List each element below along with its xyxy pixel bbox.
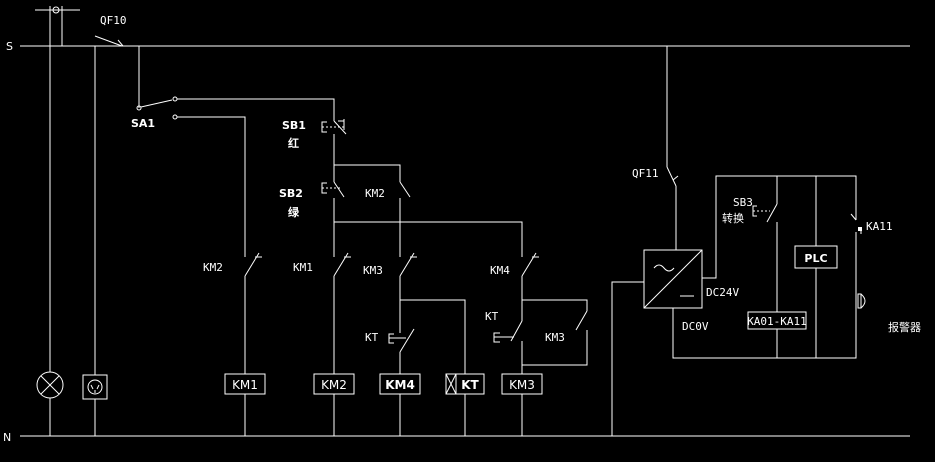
sb3-label: 转换 <box>722 211 744 225</box>
km3-hold-contact <box>575 310 588 331</box>
qf10-breaker-symbol <box>94 35 124 47</box>
lamp-icon <box>36 371 64 399</box>
svg-text:KM3: KM3 <box>509 378 535 392</box>
sb1-stop-button-symbol <box>321 114 347 165</box>
plc-box: PLC <box>794 245 838 269</box>
sb2-color: 绿 <box>288 205 300 219</box>
coil-km4: KM4 <box>379 373 421 436</box>
svg-text:KT: KT <box>461 378 479 392</box>
alarm-label: 报警器 <box>888 320 921 334</box>
km3-hold-label: KM3 <box>545 331 565 344</box>
sa1-lower-wire <box>177 116 246 250</box>
sb3-switch-symbol <box>752 203 778 223</box>
coil-kt: KT <box>445 373 485 436</box>
n-rail-label: N <box>3 431 11 444</box>
svg-text:PLC: PLC <box>804 252 827 265</box>
sa1-label: SA1 <box>131 117 155 130</box>
dc24v-label: DC24V <box>706 286 739 299</box>
dc-0v-bus <box>672 232 857 359</box>
sb2-start-button-symbol <box>321 165 345 222</box>
km4-nc-label: KM4 <box>490 264 510 277</box>
kt-left-label: KT <box>365 331 379 344</box>
top-bus-tap <box>35 6 80 46</box>
ka11-contact-symbol <box>850 213 862 234</box>
kt-right-label: KT <box>485 310 499 323</box>
km3-nc-contact <box>399 252 417 329</box>
dc-24v-bus <box>702 175 857 279</box>
km2-interlock-contact <box>244 250 262 374</box>
km2-hold-label: KM2 <box>365 187 385 200</box>
km4-nc-contact <box>521 252 539 321</box>
sb1-color: 红 <box>288 136 299 150</box>
km1-interlock-contact <box>333 222 351 374</box>
dc-input-wire <box>611 281 644 436</box>
coil-km1: KM1 <box>224 373 266 436</box>
sb3-tag: SB3 <box>733 196 753 209</box>
km2-hold-wire-top <box>334 164 401 182</box>
svg-text:KA01-KA11: KA01-KA11 <box>747 315 807 328</box>
control-bus-wire <box>334 221 523 253</box>
kt-coil-feed-wire <box>400 299 466 374</box>
kt-timed-contact-left <box>388 328 415 374</box>
coil-km2: KM2 <box>313 373 355 436</box>
sb1-tag: SB1 <box>282 119 306 132</box>
svg-text:KM1: KM1 <box>232 378 258 392</box>
sb2-tag: SB2 <box>279 187 303 200</box>
svg-text:KM4: KM4 <box>385 378 415 392</box>
km2-interlock-label: KM2 <box>203 261 223 274</box>
alarm-horn-icon <box>857 293 866 309</box>
svg-text:KM2: KM2 <box>321 378 347 392</box>
kt-timed-contact-right <box>493 320 523 374</box>
sa1-switch-symbol <box>136 96 178 120</box>
qf10-label: QF10 <box>100 14 127 27</box>
sa1-upper-wire <box>177 98 335 114</box>
km3-nc-label: KM3 <box>363 264 383 277</box>
s-rail-label: S <box>6 40 13 53</box>
qf11-breaker-symbol <box>666 166 679 187</box>
km3-hold-wire <box>522 299 588 311</box>
km2-hold-contact <box>399 181 411 198</box>
km1-interlock-label: KM1 <box>293 261 313 274</box>
dc0v-label: DC0V <box>682 320 709 333</box>
dc-power-supply-box <box>643 249 703 309</box>
qf11-label: QF11 <box>632 167 659 180</box>
ka11-contact-label: KA11 <box>866 220 893 233</box>
ka-relay-coil-box: KA01-KA11 <box>747 311 807 330</box>
socket-icon <box>82 374 108 400</box>
coil-km3: KM3 <box>501 373 543 436</box>
